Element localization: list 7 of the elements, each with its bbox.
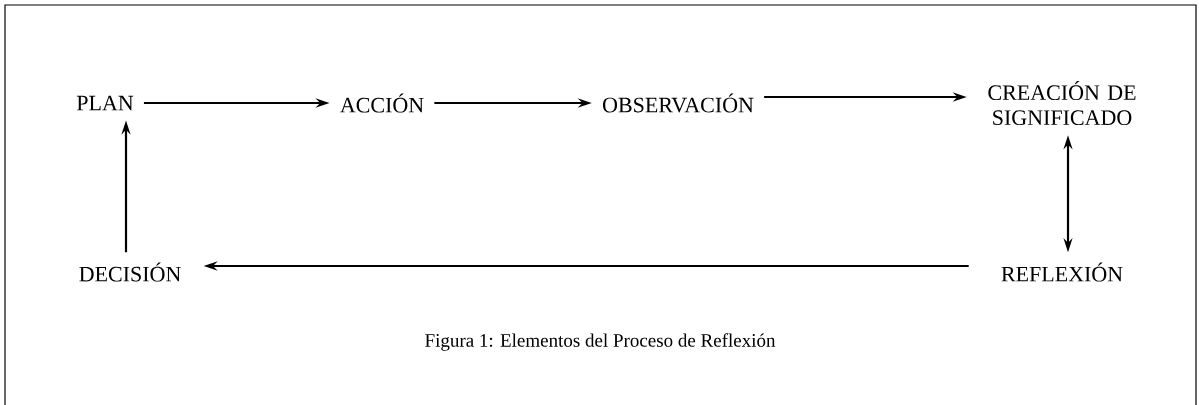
node-label: DECISIÓN xyxy=(79,262,181,282)
node-label: CREACIÓN DE SIGNIFICADO xyxy=(988,80,1136,126)
node-label: OBSERVACIÓN xyxy=(603,93,754,113)
node-label: ACCIÓN xyxy=(340,93,424,113)
caption: Figura 1: Elementos del Proceso de Reflexión xyxy=(425,333,776,351)
node-label: PLAN xyxy=(76,95,134,111)
node-label: REFLEXIÓN xyxy=(1001,262,1123,282)
